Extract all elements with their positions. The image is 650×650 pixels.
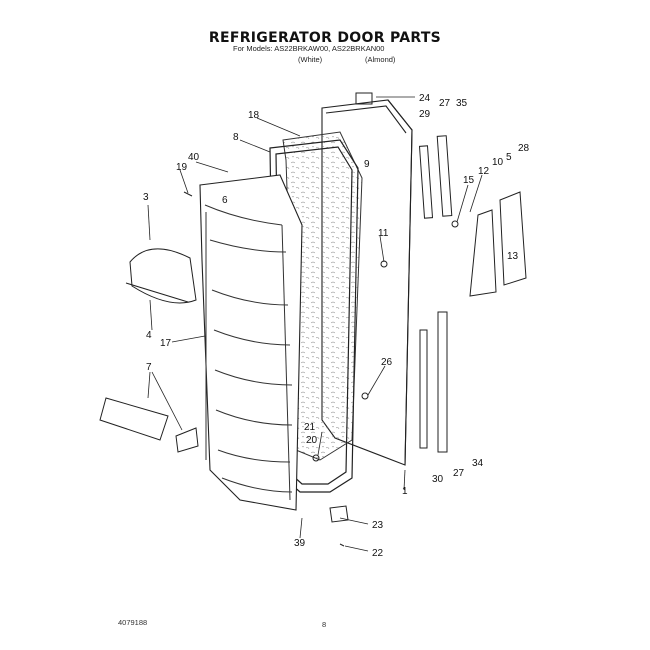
callout-34: 34 bbox=[472, 458, 484, 469]
callout-13: 13 bbox=[507, 251, 519, 262]
callout-29: 29 bbox=[419, 109, 431, 120]
callout-3: 3 bbox=[143, 192, 149, 203]
callout-17: 17 bbox=[160, 338, 172, 349]
callout-18: 18 bbox=[248, 110, 260, 121]
callout-23: 23 bbox=[372, 520, 384, 531]
callout-8: 8 bbox=[233, 132, 239, 143]
callout-27a: 27 bbox=[439, 98, 451, 109]
callout-26: 26 bbox=[381, 357, 393, 368]
callout-11: 11 bbox=[378, 228, 389, 239]
callout-40: 40 bbox=[188, 152, 200, 163]
callout-10: 10 bbox=[492, 157, 504, 168]
callout-12: 12 bbox=[478, 166, 490, 177]
callout-27b: 27 bbox=[453, 468, 465, 479]
models-line: For Models: AS22BRKAW00, AS22BRKAN00 bbox=[233, 44, 385, 53]
callout-9: 9 bbox=[364, 159, 370, 170]
callout-39: 39 bbox=[294, 538, 306, 549]
inner-door-liner bbox=[199, 174, 303, 511]
small-parts bbox=[99, 92, 527, 547]
callout-24: 24 bbox=[419, 93, 431, 104]
callout-21: 21 bbox=[304, 422, 316, 433]
callout-7: 7 bbox=[146, 362, 152, 373]
variant-almond: (Almond) bbox=[365, 55, 396, 64]
callout-5: 5 bbox=[506, 152, 512, 163]
page-number: 8 bbox=[322, 620, 327, 629]
callout-22: 22 bbox=[372, 548, 384, 559]
callout-15: 15 bbox=[463, 175, 475, 186]
callout-1: 1 bbox=[402, 486, 408, 497]
callout-20: 20 bbox=[306, 435, 318, 446]
callout-4: 4 bbox=[146, 330, 152, 341]
diagram-title: REFRIGERATOR DOOR PARTS bbox=[208, 30, 442, 46]
callout-30: 30 bbox=[432, 474, 444, 485]
part-code: 4079188 bbox=[118, 618, 148, 627]
variant-white: (White) bbox=[298, 55, 323, 64]
callout-28: 28 bbox=[518, 143, 530, 154]
callout-19: 19 bbox=[176, 162, 188, 173]
liner-shelves bbox=[204, 204, 293, 501]
callout-labels: 24 27 35 29 18 9 8 6 40 19 3 11 15 12 10… bbox=[143, 93, 530, 559]
leader-lines bbox=[147, 96, 483, 552]
callout-6: 6 bbox=[222, 195, 228, 206]
callout-35: 35 bbox=[456, 98, 468, 109]
